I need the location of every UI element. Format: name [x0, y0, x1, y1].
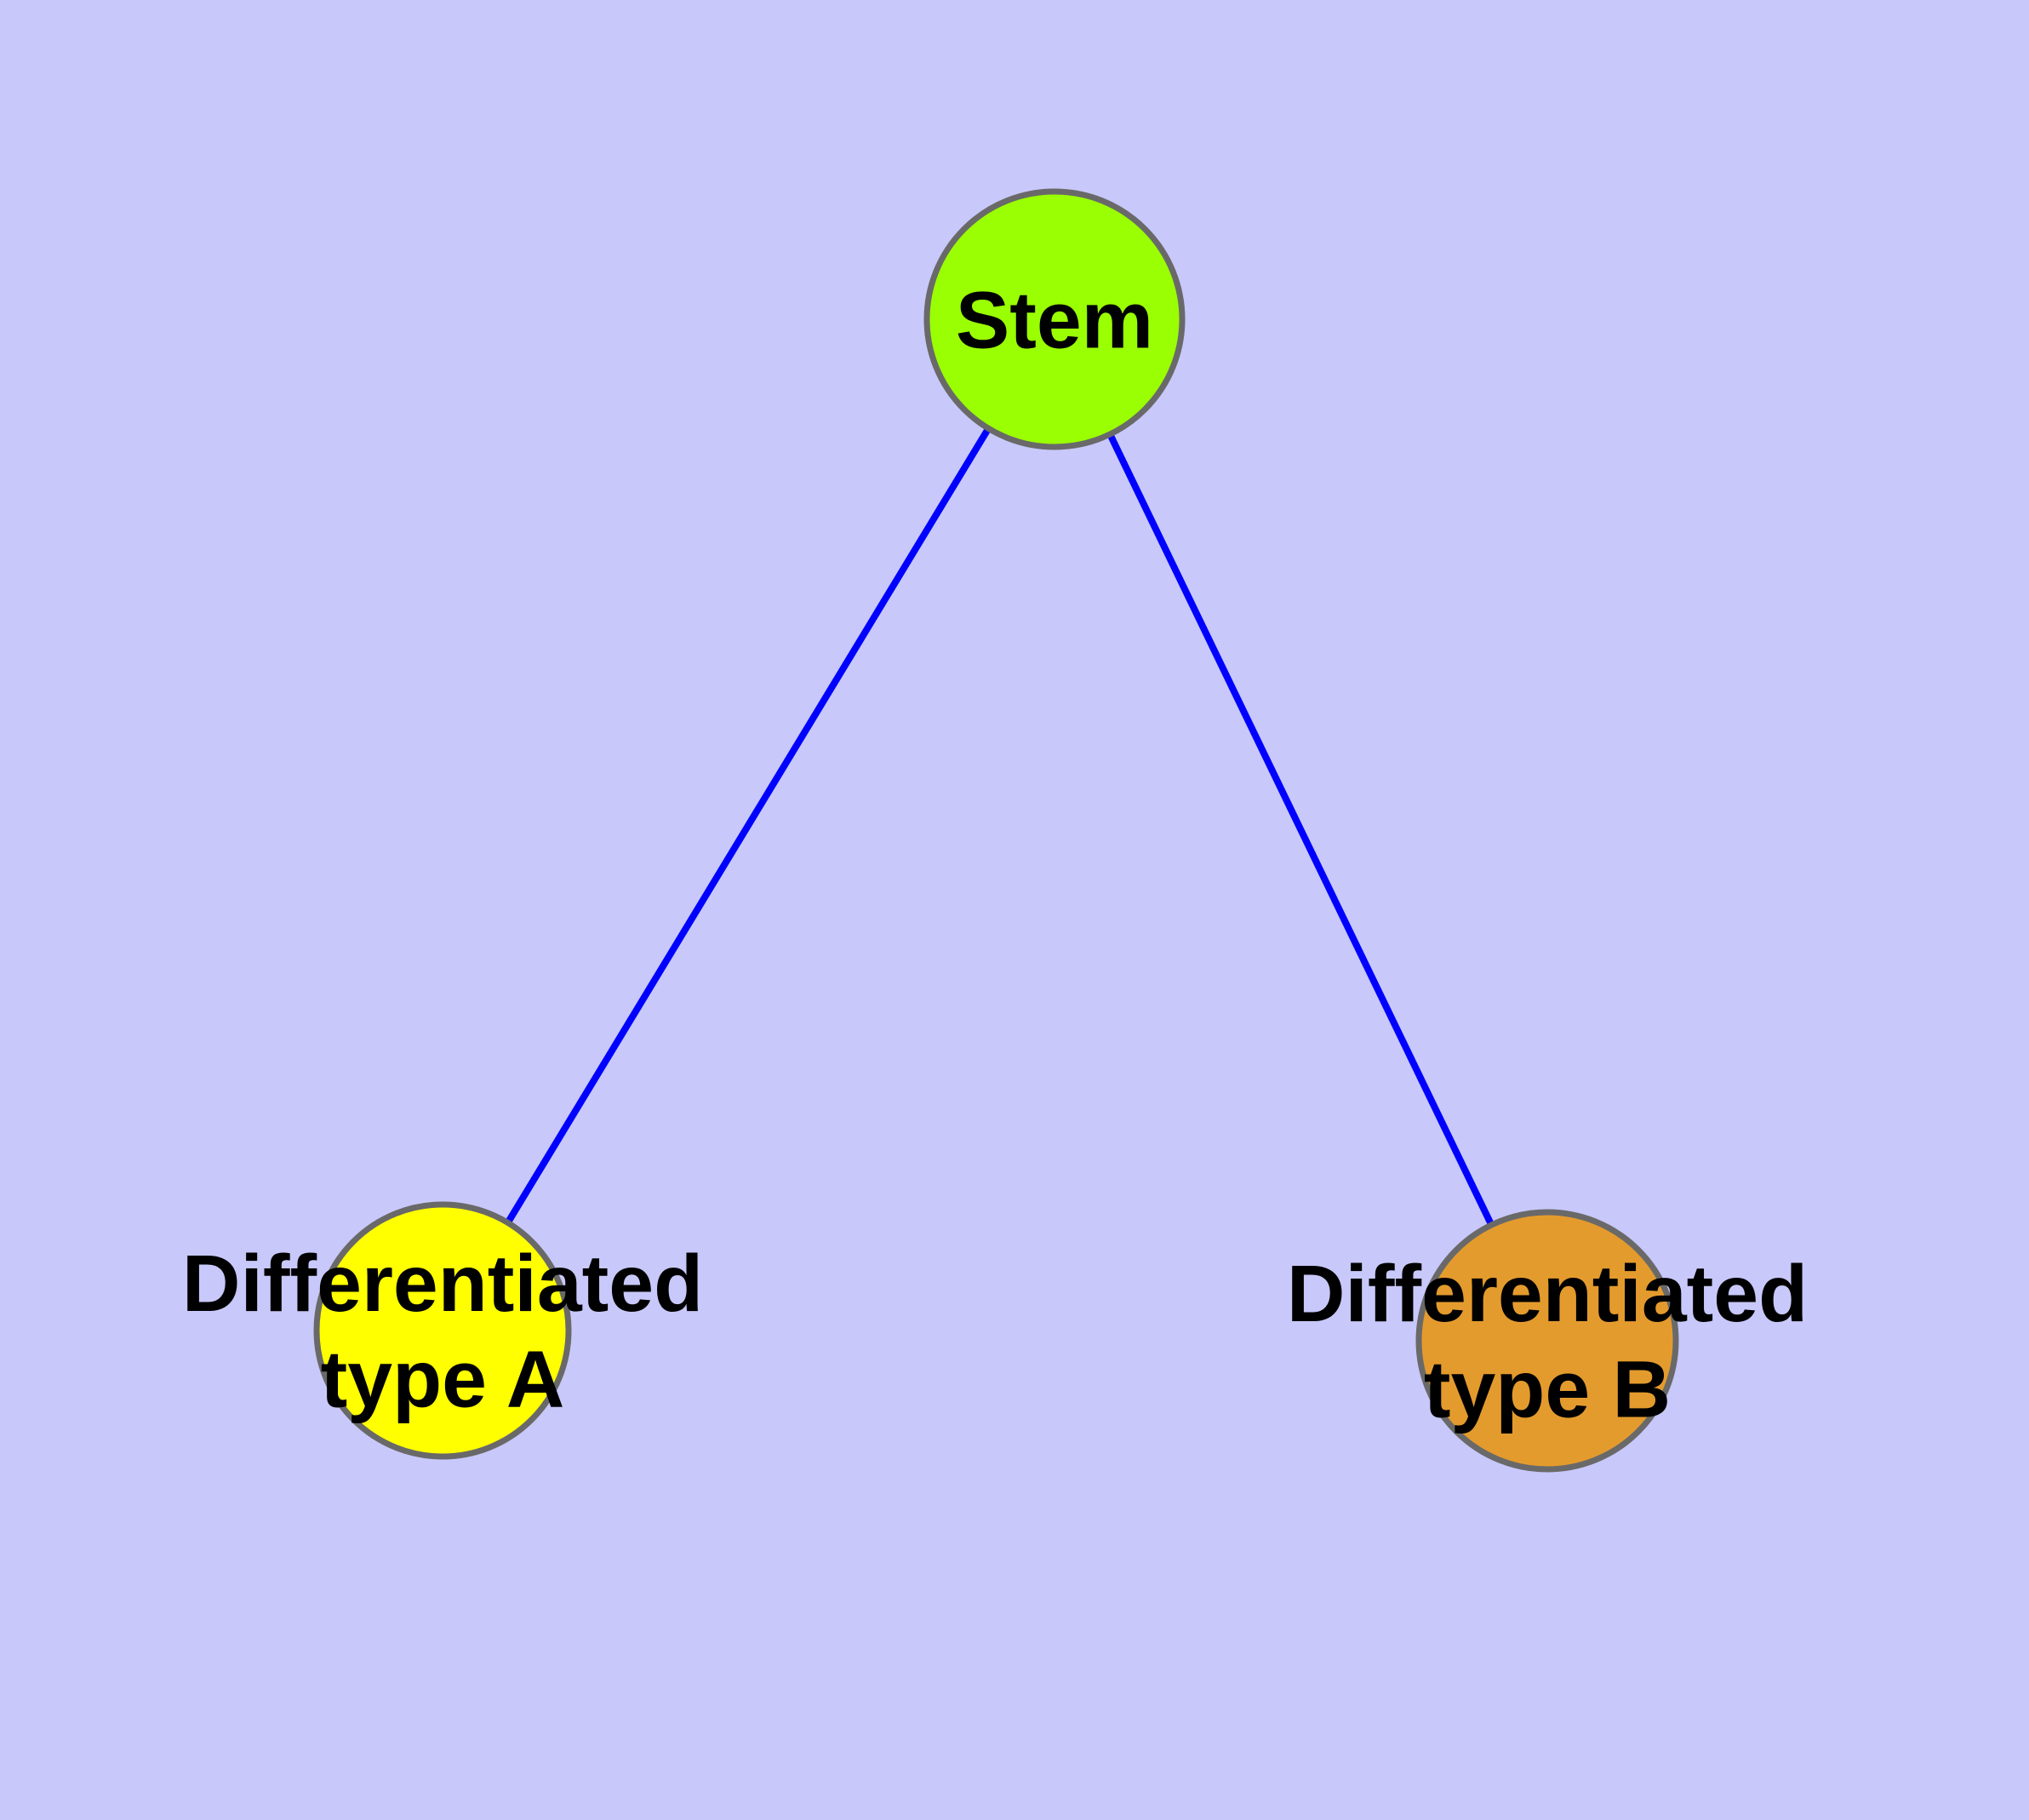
node-differentiated-type-a-circle[interactable] [313, 1201, 572, 1460]
node-stem[interactable] [923, 188, 1186, 450]
node-layer [313, 188, 1679, 1473]
edge-stem-to-differentiated-type-a[interactable] [500, 419, 996, 1233]
node-differentiated-type-b-circle[interactable] [1415, 1209, 1679, 1473]
edge-layer [500, 419, 1499, 1234]
node-differentiated-type-a[interactable] [313, 1201, 572, 1460]
node-stem-label: Stem [956, 275, 1153, 365]
node-label-line: type B [1424, 1344, 1671, 1434]
node-differentiated-type-b[interactable] [1415, 1209, 1679, 1473]
edge-stem-to-differentiated-type-b[interactable] [1103, 425, 1499, 1234]
node-label-line: type A [321, 1334, 565, 1424]
node-label-line: Differentiated [182, 1239, 703, 1329]
node-stem-circle[interactable] [923, 188, 1186, 450]
node-label-line: Stem [956, 275, 1153, 365]
node-label-line: Differentiated [1287, 1249, 1808, 1339]
